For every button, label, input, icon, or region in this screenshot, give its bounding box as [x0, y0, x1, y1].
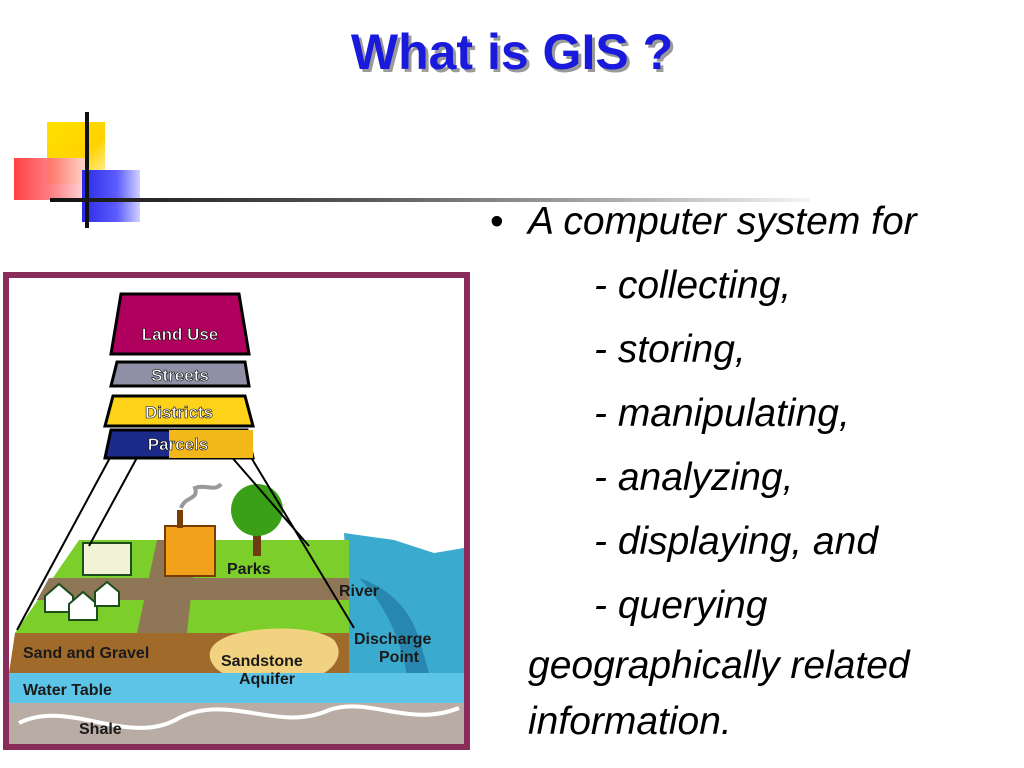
blue-square — [82, 170, 140, 222]
layer-districts-label: Districts — [145, 403, 213, 422]
continuation-line: information. — [528, 700, 732, 743]
gis-layers-graphic: Land Use Streets Districts Parcels Parks… — [9, 278, 464, 744]
sub-item: - storing, — [594, 328, 746, 371]
houses — [44, 580, 120, 621]
bullet-text: A computer system for — [528, 200, 917, 243]
sandstone-label: Sandstone — [221, 653, 303, 670]
slide-title: What is GIS ? — [350, 24, 674, 80]
river-label: River — [339, 583, 379, 600]
sand-gravel-label: Sand and Gravel — [23, 645, 149, 662]
sub-item: - collecting, — [594, 264, 792, 307]
layer-land-use-label: Land Use — [142, 325, 219, 344]
shale-label: Shale — [79, 721, 122, 738]
sub-item: - displaying, and — [594, 520, 879, 563]
layer-parcels-label: Parcels — [148, 435, 209, 454]
water-table-label: Water Table — [23, 682, 112, 699]
vertical-rule — [85, 112, 89, 228]
aquifer-label: Aquifer — [239, 671, 295, 688]
continuation-line: geographically related — [528, 644, 910, 687]
layer-streets-label: Streets — [151, 366, 209, 385]
point-label: Point — [379, 649, 420, 666]
bullet-icon: • — [490, 200, 504, 243]
bullet-list: • A computer system for - collecting, - … — [490, 190, 1010, 750]
discharge-label: Discharge — [354, 631, 431, 648]
parks-label: Parks — [227, 561, 271, 578]
sub-item: - querying — [594, 584, 768, 627]
gis-layers-illustration: Land Use Streets Districts Parcels Parks… — [3, 272, 470, 750]
sub-item: - manipulating, — [594, 392, 850, 435]
horizontal-rule — [50, 198, 810, 202]
red-square — [14, 158, 86, 200]
sub-item: - analyzing, — [594, 456, 794, 499]
bullet-item: • A computer system for — [490, 190, 1010, 254]
